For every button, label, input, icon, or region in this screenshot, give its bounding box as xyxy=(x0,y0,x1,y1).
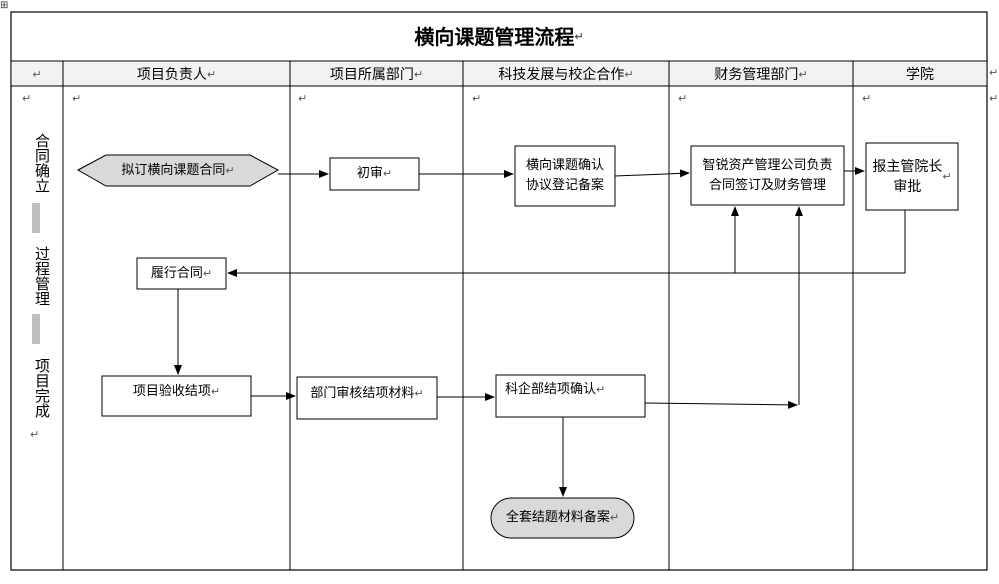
node-label: 科企部结项确认 xyxy=(505,382,597,397)
page-title: 横向课题管理流程↵ xyxy=(11,12,987,61)
return-mark-icon: ↵ xyxy=(206,67,217,81)
header-row-band xyxy=(11,61,987,86)
node-label: 初审 xyxy=(356,166,383,181)
return-mark-icon: ↵ xyxy=(609,511,620,524)
return-mark-icon: ↵ xyxy=(414,387,424,400)
header-blank: ↵ xyxy=(11,62,63,86)
table-frame xyxy=(10,11,988,571)
archive-node-shape xyxy=(490,497,635,539)
lane-header-cwgl: 财务管理部门↵ xyxy=(669,62,853,86)
return-mark-icon: ↵ xyxy=(32,67,42,81)
arrow-approve-to-perform xyxy=(227,210,906,277)
lane-header-fzr: 项目负责人↵ xyxy=(63,62,290,86)
node-label: 横向课题确认 协议登记备案 xyxy=(525,158,604,193)
stage-bar xyxy=(32,203,40,233)
node-first-review: 初审↵ xyxy=(330,158,419,190)
lane-header-label: 财务管理部门 xyxy=(714,67,799,83)
return-mark-icon: ↵ xyxy=(72,92,82,105)
lane-header-xy: 学院 xyxy=(853,62,987,86)
node-label: 拟订横向课题合同 xyxy=(121,162,226,178)
node-draft: 拟订横向课题合同↵ xyxy=(90,155,266,186)
node-label: 智锐资产管理公司负责 合同签订及财务管理 xyxy=(702,157,833,193)
stage-label-complete: 项目完成 xyxy=(33,358,51,418)
return-mark-icon: ↵ xyxy=(798,67,808,81)
node-label: 部门审核结项材料 xyxy=(310,386,415,401)
return-mark-icon: ↵ xyxy=(298,92,308,105)
return-mark-icon: ↵ xyxy=(413,67,424,81)
stage-label-contract: 合同确立 xyxy=(33,133,51,193)
node-office-confirm: 科企部结项确认↵ xyxy=(496,375,645,405)
node-label: 全套结题材料备案 xyxy=(505,510,610,525)
lane-header-kjfz: 科技发展与校企合作↵ xyxy=(463,62,669,86)
office-confirm-node-shape xyxy=(495,374,646,418)
return-mark-icon: ↵ xyxy=(624,67,634,81)
lane-header-label: 学院 xyxy=(906,67,934,83)
return-mark-icon: ↵ xyxy=(596,383,606,396)
return-mark-icon: ↵ xyxy=(989,92,999,105)
node-archive: 全套结题材料备案↵ xyxy=(491,498,634,538)
dept-review-node-shape xyxy=(296,376,438,420)
lane-header-szbm: 项目所属部门↵ xyxy=(290,62,463,86)
node-confirm: 横向课题确认 协议登记备案 xyxy=(515,146,615,206)
return-mark-icon: ↵ xyxy=(862,92,872,105)
first-review-node-shape xyxy=(329,157,420,191)
node-perform: 履行合同↵ xyxy=(137,258,226,289)
table-anchor-icon: ⊞ xyxy=(0,0,9,11)
arrow-confirm-to-sign xyxy=(614,169,690,178)
confirm-node-shape xyxy=(514,145,616,207)
approve-node-shape xyxy=(865,142,959,211)
node-approve: 报主管院长 审批↵ xyxy=(866,143,958,210)
return-mark-icon: ↵ xyxy=(472,92,482,105)
return-mark-icon: ↵ xyxy=(22,92,32,105)
node-label: 报主管院长 审批 xyxy=(872,158,943,195)
node-accept: 项目验收结项↵ xyxy=(102,376,251,408)
lane-header-label: 项目所属部门 xyxy=(329,67,414,83)
node-sign: 智锐资产管理公司负责 合同签订及财务管理 xyxy=(691,146,844,205)
sign-node-shape xyxy=(690,145,845,206)
perform-node-shape xyxy=(136,257,227,290)
lane-header-label: 项目负责人 xyxy=(136,67,207,83)
arrow-office-confirm-to-right xyxy=(644,400,798,409)
draft-node-shape xyxy=(76,154,280,187)
stage-label-process: 过程管理 xyxy=(33,246,51,306)
return-mark-icon: ↵ xyxy=(574,29,584,43)
return-mark-icon: ↵ xyxy=(225,163,235,177)
return-mark-icon: ↵ xyxy=(210,385,221,398)
node-label: 履行合同 xyxy=(150,265,203,281)
title-text: 横向课题管理流程 xyxy=(414,24,575,49)
lane-header-label: 科技发展与校企合作 xyxy=(498,67,625,83)
return-mark-icon: ↵ xyxy=(382,167,393,180)
node-label: 项目验收结项 xyxy=(132,384,211,399)
node-dept-review: 部门审核结项材料↵ xyxy=(297,377,437,411)
return-mark-icon: ↵ xyxy=(202,266,213,280)
stage-bar xyxy=(32,314,40,344)
return-mark-icon: ↵ xyxy=(942,169,952,183)
return-mark-icon: ↵ xyxy=(989,66,999,79)
return-mark-icon: ↵ xyxy=(678,92,688,105)
return-mark-icon: ↵ xyxy=(30,428,40,441)
